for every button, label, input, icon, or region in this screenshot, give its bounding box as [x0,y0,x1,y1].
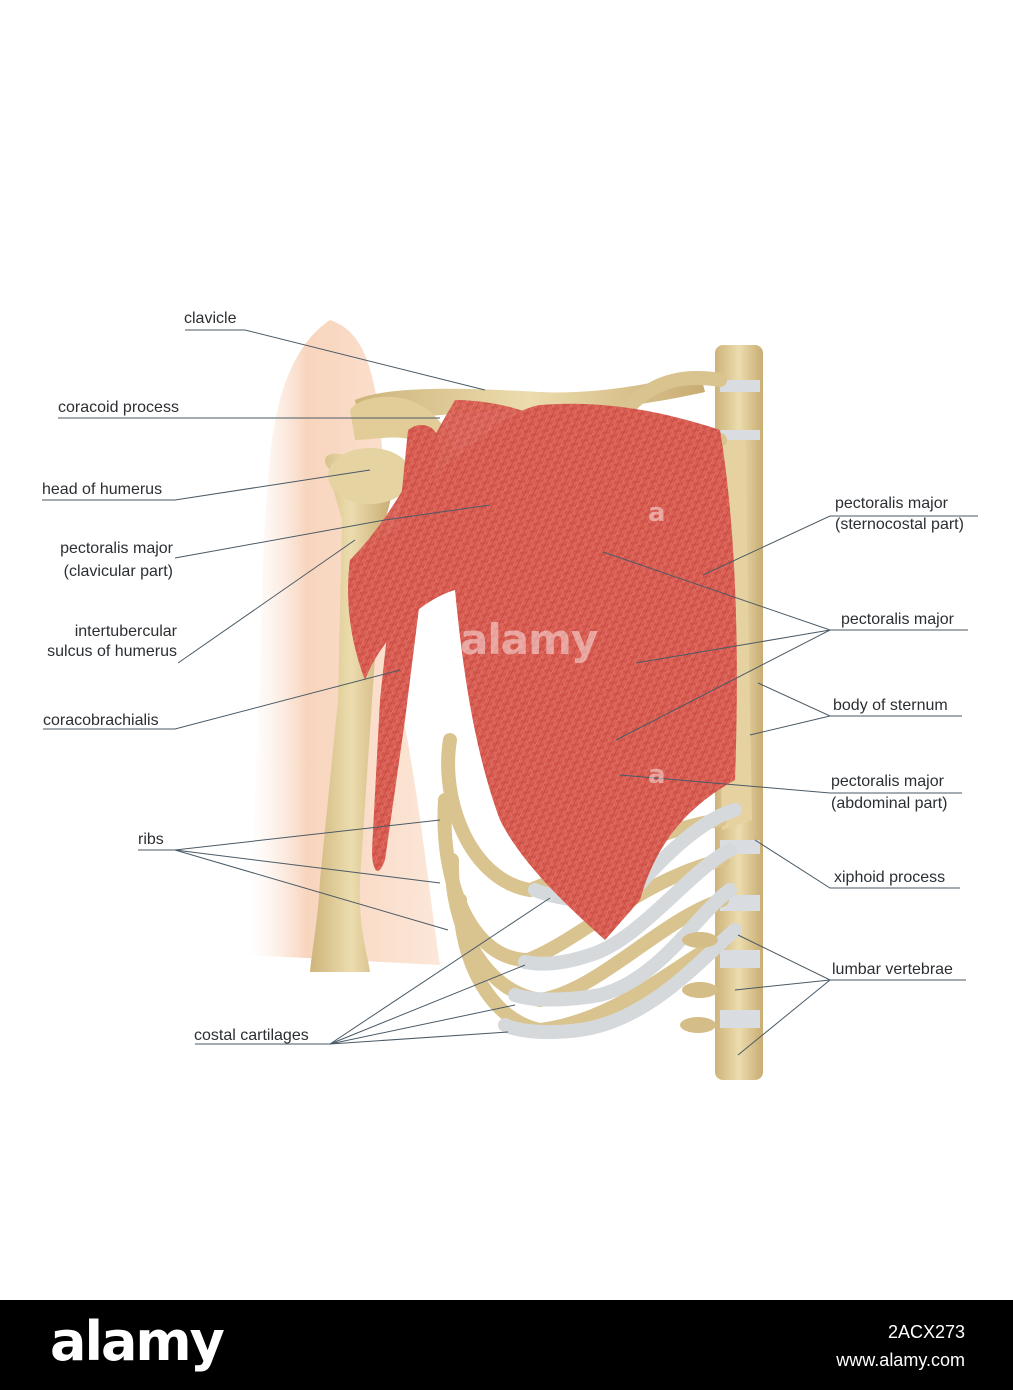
watermark-center: alamy [460,615,598,664]
label-intertubercular-line1: intertubercular [74,623,177,640]
label-coracobrachialis: coracobrachialis [43,712,159,729]
watermark-mark-bottom: a [648,760,666,790]
label-coracoid-process: coracoid process [58,399,179,416]
clavicle-bone [355,372,705,425]
label-head-of-humerus: head of humerus [42,481,163,498]
pectoralis-major-muscle [348,403,737,940]
anatomy-drawing [42,320,978,1080]
label-ribs: ribs [138,831,164,848]
footer-bar: alamy 2ACX273 www.alamy.com [0,1300,1013,1390]
label-lumbar-vertebrae: lumbar vertebrae [832,961,953,978]
humeral-head [328,448,412,504]
leader-lines [42,329,978,1056]
label-body-of-sternum: body of sternum [833,697,948,714]
footer-site-url[interactable]: www.alamy.com [836,1350,965,1370]
label-pectoralis-major-clavicular-line1: pectoralis major [60,540,173,557]
label-pectoralis-major-sternocostal-line2: (sternocostal part) [835,516,964,533]
footer-logo: alamy [50,1310,225,1373]
label-intertubercular-line2: sulcus of humerus [47,643,177,660]
pectoralis-clavicular-part [348,400,540,680]
label-pectoralis-major-clavicular-line2: (clavicular part) [63,563,173,580]
lumbar-processes [680,932,718,1033]
label-pectoralis-major-abdominal-line1: pectoralis major [831,773,944,790]
footer-image-id: 2ACX273 [887,1322,965,1342]
anatomy-illustration: clavicle coracoid process head of humeru… [42,310,978,1080]
label-costal-cartilages: costal cartilages [194,1027,309,1044]
label-pectoralis-major-sternocostal-line1: pectoralis major [835,495,948,512]
label-pectoralis-major: pectoralis major [841,611,954,628]
label-clavicle: clavicle [184,310,237,327]
label-xiphoid-process: xiphoid process [834,869,946,886]
label-pectoralis-major-abdominal-line2: (abdominal part) [831,795,948,812]
watermark-mark-top: a [648,498,666,528]
